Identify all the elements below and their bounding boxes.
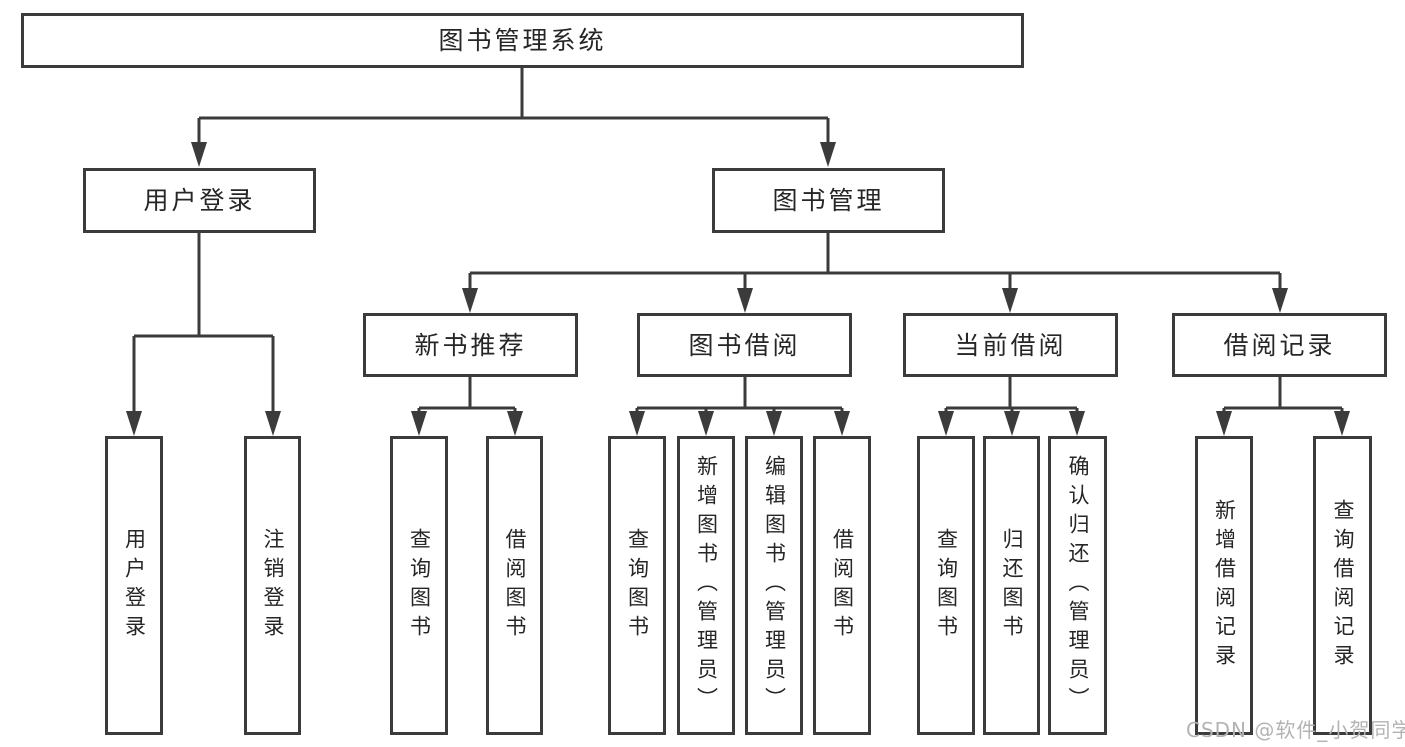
leaf-return-books: 归还图书 xyxy=(983,436,1040,735)
leaf-query-books-borrow: 查询图书 xyxy=(608,436,666,735)
leaf-query-books-recommend: 查询图书 xyxy=(390,436,448,735)
csdn-watermark: CSDN @软件_小贺同学 xyxy=(1186,718,1405,742)
leaf-confirm-return-admin: 确认归还（管理员） xyxy=(1048,436,1107,735)
node-user-login: 用户登录 xyxy=(83,168,316,233)
leaf-logout: 注销登录 xyxy=(244,436,301,735)
node-book-management: 图书管理 xyxy=(712,168,945,233)
node-new-book-recommendation: 新书推荐 xyxy=(363,313,578,377)
leaf-user-login: 用户登录 xyxy=(105,436,163,735)
node-library-management-system: 图书管理系统 xyxy=(21,13,1024,68)
leaf-edit-book-admin: 编辑图书（管理员） xyxy=(745,436,803,735)
node-book-borrowing: 图书借阅 xyxy=(637,313,852,377)
node-current-borrowing: 当前借阅 xyxy=(903,313,1118,377)
leaf-add-borrow-record: 新增借阅记录 xyxy=(1195,436,1253,735)
leaf-query-borrow-record: 查询借阅记录 xyxy=(1313,436,1372,735)
node-borrowing-records: 借阅记录 xyxy=(1172,313,1387,377)
leaf-add-book-admin: 新增图书（管理员） xyxy=(677,436,735,735)
leaf-query-books-current: 查询图书 xyxy=(917,436,975,735)
leaf-borrow-books-borrow: 借阅图书 xyxy=(813,436,871,735)
leaf-borrow-books-recommend: 借阅图书 xyxy=(486,436,543,735)
